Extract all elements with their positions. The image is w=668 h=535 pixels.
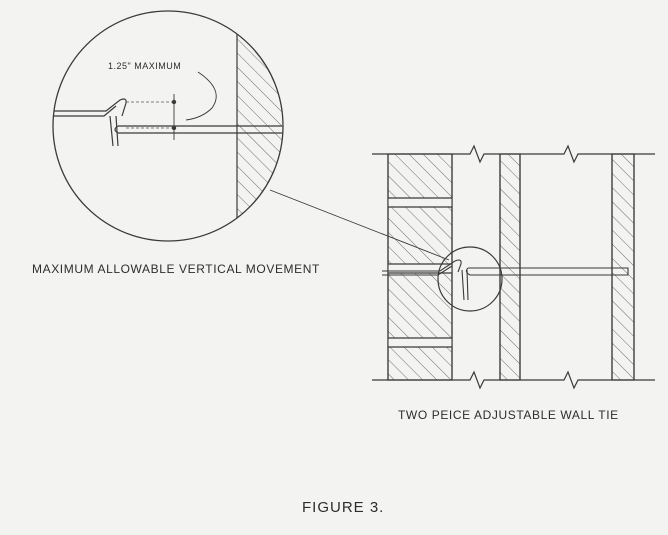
wall-tie-anchor-rod (465, 267, 629, 276)
dimension-guides (126, 101, 174, 129)
wall-tie-hook (461, 269, 469, 301)
dimension-tick-top (171, 99, 177, 105)
top-break-line (372, 144, 655, 164)
bottom-break-line (372, 370, 655, 390)
wall-tie-caption: TWO PEICE ADJUSTABLE WALL TIE (398, 408, 619, 422)
detail-view (52, 10, 284, 242)
mortar-joint-3 (388, 338, 452, 347)
dimension-leader (185, 71, 217, 121)
detail-upper-tie (53, 98, 127, 117)
figure-label: FIGURE 3. (302, 499, 385, 516)
dimension-label: 1.25" MAXIMUM (108, 61, 182, 71)
mortar-joint-2 (388, 264, 452, 273)
detail-hook (109, 115, 119, 147)
backup-layer-1 (499, 153, 521, 381)
detail-caption: MAXIMUM ALLOWABLE VERTICAL MOVEMENT (32, 262, 320, 276)
wall-section (372, 144, 655, 390)
detail-circle (52, 10, 284, 242)
detail-brick-section (237, 11, 283, 241)
mortar-joint-1 (388, 198, 452, 207)
dimension-tick-bottom (171, 125, 177, 131)
detail-lower-tie (114, 125, 282, 134)
detail-reference-circle (437, 246, 503, 312)
backup-layer-2 (611, 153, 635, 381)
